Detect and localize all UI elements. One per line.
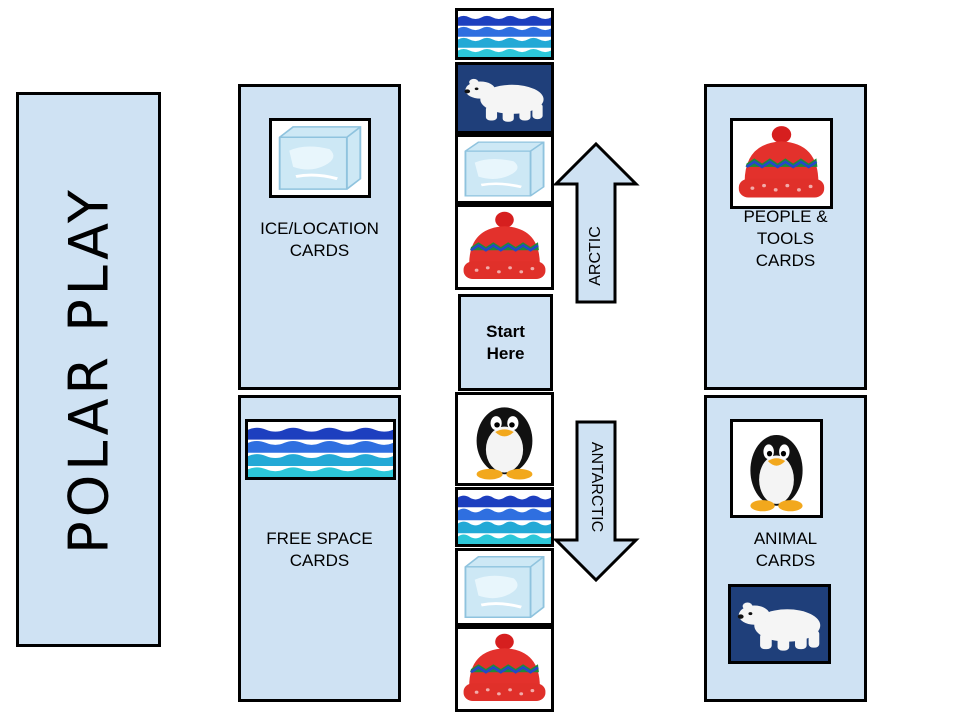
- path-tile-hat-2[interactable]: [455, 626, 554, 712]
- start-tile[interactable]: Start Here: [458, 294, 553, 391]
- free-space-deck[interactable]: FREE SPACE CARDS: [238, 395, 401, 702]
- ice-location-label: ICE/LOCATION CARDS: [260, 219, 379, 260]
- ice-cube-icon: [458, 551, 551, 623]
- animal-label: ANIMAL CARDS: [753, 529, 818, 570]
- ice-cube-icon: [269, 118, 371, 198]
- start-label: Start Here: [486, 321, 525, 363]
- path-tile-water[interactable]: [455, 8, 554, 60]
- people-tools-label: PEOPLE & TOOLS CARDS: [743, 207, 828, 270]
- water-icon: [245, 419, 396, 480]
- path-tile-penguin[interactable]: [455, 392, 554, 486]
- penguin-icon: [458, 395, 551, 483]
- winter-hat-icon: [458, 629, 551, 709]
- path-tile-ice[interactable]: [455, 134, 554, 204]
- title-panel: POLAR PLAY: [16, 92, 161, 647]
- ice-cube-icon: [458, 137, 551, 201]
- free-space-label: FREE SPACE CARDS: [266, 529, 373, 570]
- animal-deck[interactable]: ANIMAL CARDS: [704, 395, 867, 702]
- winter-hat-icon: [730, 118, 833, 209]
- arctic-label: ARCTIC: [587, 226, 604, 286]
- winter-hat-icon: [458, 207, 551, 287]
- path-tile-ice-2[interactable]: [455, 548, 554, 626]
- path-tile-hat[interactable]: [455, 204, 554, 290]
- antarctic-label: ANTARCTIC: [588, 441, 605, 533]
- water-icon: [458, 11, 551, 57]
- path-tile-water-2[interactable]: [455, 487, 554, 547]
- ice-location-deck[interactable]: ICE/LOCATION CARDS: [238, 84, 401, 390]
- path-tile-polar-bear[interactable]: [455, 62, 554, 134]
- water-icon: [458, 490, 551, 544]
- polar-bear-icon: [458, 65, 551, 131]
- people-tools-deck[interactable]: PEOPLE & TOOLS CARDS: [704, 84, 867, 390]
- penguin-icon: [730, 419, 823, 518]
- antarctic-arrow: [552, 420, 640, 582]
- polar-bear-icon: [728, 584, 831, 664]
- game-title: POLAR PLAY: [57, 185, 120, 554]
- arctic-arrow: [552, 141, 640, 304]
